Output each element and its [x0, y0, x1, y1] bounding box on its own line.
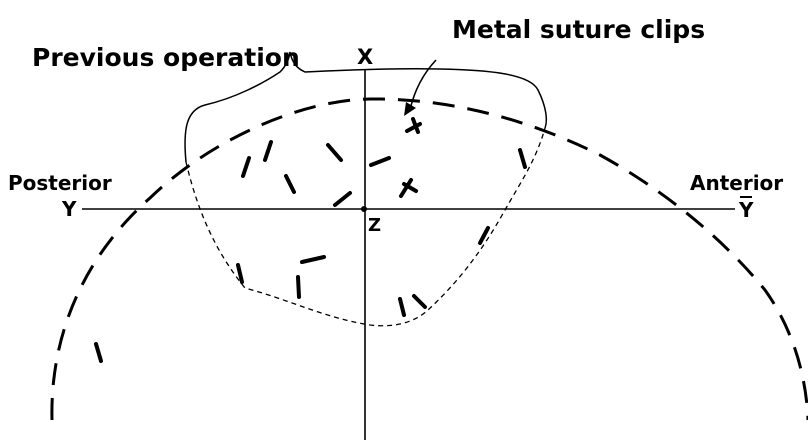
suture-clip — [300, 255, 326, 264]
clip-pointer-arrow — [409, 59, 437, 111]
z-axis-label: Z — [368, 215, 381, 236]
y-axis-label-right: Y — [738, 198, 754, 222]
suture-clip — [236, 263, 244, 284]
suture-clip — [241, 156, 251, 178]
suture-clip — [94, 342, 103, 363]
suture-clip — [333, 191, 352, 207]
suture-clip — [296, 275, 301, 299]
suture-clip — [412, 294, 427, 309]
suture-clip — [398, 297, 406, 317]
suture-clip — [411, 117, 420, 134]
y-axis-label-left: Y — [61, 197, 77, 221]
suture-clip — [369, 156, 391, 167]
suture-clip — [263, 140, 273, 162]
suture-clip — [326, 143, 343, 162]
origin-point — [361, 206, 367, 212]
operation-region-outline — [185, 127, 546, 327]
clip-pointer-arrowhead — [404, 102, 416, 116]
suture-clip — [518, 148, 527, 169]
suture-clip — [402, 182, 418, 193]
suture-clip — [399, 178, 413, 198]
suture-clip — [478, 226, 490, 245]
anterior-label: Anterior — [690, 171, 783, 195]
operation-brace — [184, 51, 548, 163]
previous-operation-label: Previous operation — [32, 43, 300, 72]
suture-clips — [94, 117, 527, 363]
suture-clip — [284, 174, 296, 194]
suture-clip — [405, 122, 422, 133]
x-axis-label: X — [357, 45, 373, 69]
metal-suture-clips-label: Metal suture clips — [452, 15, 705, 44]
posterior-label: Posterior — [8, 171, 112, 195]
outer-dashed-outline — [50, 97, 808, 421]
